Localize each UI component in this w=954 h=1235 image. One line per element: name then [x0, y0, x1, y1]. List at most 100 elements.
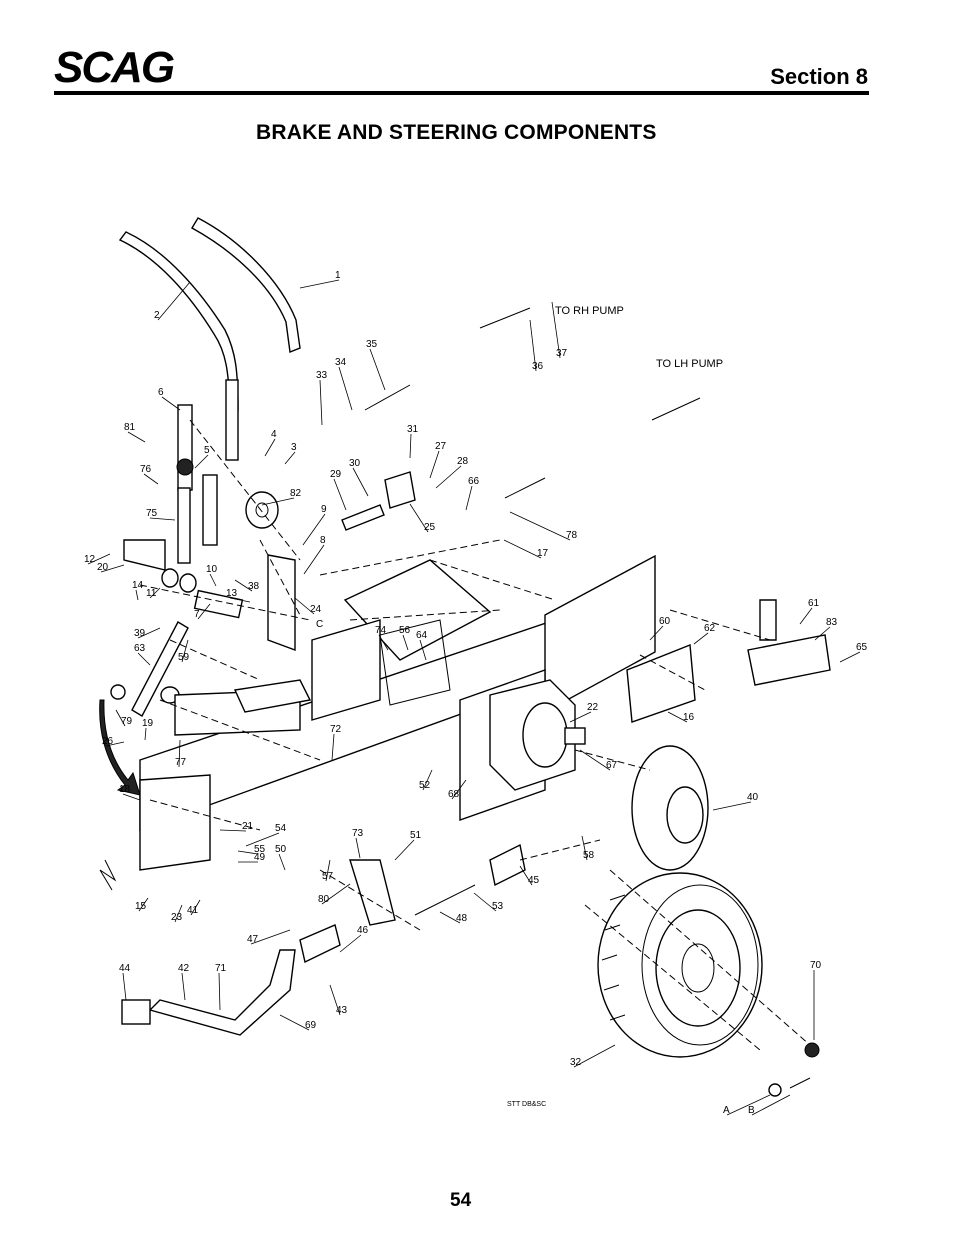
- callout-label: 19: [142, 718, 154, 729]
- callout-leader-line: [429, 450, 440, 479]
- bumper-82: [245, 491, 279, 529]
- callout-label: 20: [97, 562, 109, 573]
- callout-leader-line: [439, 911, 461, 924]
- callout-label: 35: [366, 339, 378, 350]
- callout-label: C: [316, 619, 323, 630]
- callout-leader-line: [409, 503, 429, 533]
- callout-leader-line: [333, 478, 347, 511]
- callout-label: 74: [375, 625, 387, 636]
- callout-leader-line: [143, 473, 159, 485]
- callout-leader-line: [839, 651, 861, 663]
- callout-label: 17: [537, 548, 549, 559]
- callout-leader-line: [135, 589, 139, 601]
- callout-label: 8: [320, 535, 326, 546]
- callout-leader-line: [279, 1014, 310, 1031]
- rod-to-lh-pump: [651, 397, 701, 421]
- callout-leader-line: [229, 597, 251, 603]
- callout-leader-line: [331, 733, 335, 761]
- callout-leader-line: [573, 1044, 616, 1068]
- brake-pedal-42: [148, 949, 296, 1036]
- callout-leader-line: [509, 511, 571, 541]
- callout-leader-line: [339, 934, 362, 953]
- callout-label: 45: [528, 875, 540, 886]
- callout-label: 2: [154, 310, 160, 321]
- callout-label: 54: [275, 823, 287, 834]
- callout-label: 72: [330, 724, 342, 735]
- callout-leader-line: [264, 438, 276, 457]
- callout-label: 12: [84, 554, 96, 565]
- callout-label: 77: [175, 757, 187, 768]
- callout-label: 33: [316, 370, 328, 381]
- lever-arm-75: [177, 487, 191, 564]
- callout-leader-line: [178, 739, 181, 768]
- callout-label: 81: [124, 422, 136, 433]
- callout-label: 47: [247, 934, 259, 945]
- scag-logo-text: SCAG: [54, 46, 174, 88]
- pivot-25: [384, 471, 416, 509]
- callout-leader-line: [197, 603, 211, 620]
- callout-label: 14: [132, 580, 144, 591]
- callout-leader-line: [100, 564, 125, 573]
- callout-leader-line: [325, 859, 331, 882]
- callout-leader-line: [419, 639, 427, 661]
- callout-leader-line: [87, 553, 111, 565]
- callout-label: 40: [747, 792, 759, 803]
- callout-leader-line: [352, 467, 369, 497]
- callout-leader-line: [219, 829, 247, 832]
- section-heading: Section 8: [770, 64, 868, 89]
- header-rule: [54, 91, 869, 95]
- callout-label: A: [723, 1105, 730, 1116]
- callout-leader-line: [245, 832, 280, 847]
- callout-label: 62: [704, 623, 716, 634]
- lug-nut-70: [768, 1083, 782, 1097]
- callout-leader-line: [261, 497, 295, 506]
- callout-label: 11: [146, 588, 157, 599]
- callout-label: 41: [187, 905, 199, 916]
- callout-label: 63: [134, 643, 146, 654]
- gearbox-flange: [522, 702, 568, 768]
- callout-leader-line: [338, 366, 353, 411]
- lever-bracket-6: [177, 404, 193, 491]
- bracket-c: [759, 599, 777, 641]
- callout-label: 25: [424, 522, 436, 533]
- callout-labels: 1233343536376814357675823127283029669825…: [84, 270, 868, 1116]
- callout-leader-line: [284, 451, 296, 465]
- callout-leader-line: [149, 517, 176, 521]
- callout-label: 16: [683, 712, 695, 723]
- callout-label: 10: [206, 564, 218, 575]
- callout-label: 67: [606, 760, 618, 771]
- callout-label: 75: [146, 508, 158, 519]
- callout-label: 68: [448, 789, 460, 800]
- callout-label: 9: [321, 504, 327, 515]
- callout-label: 22: [587, 702, 599, 713]
- callout-leader-line: [278, 853, 286, 871]
- callout-leader-line: [138, 897, 149, 912]
- callout-leader-line: [378, 634, 389, 651]
- bracket-12: [123, 539, 166, 571]
- link-plate-48: [349, 859, 396, 926]
- pedal-pad-43: [121, 999, 151, 1025]
- callout-label: 29: [330, 469, 342, 480]
- callout-label: B: [748, 1105, 755, 1116]
- callout-leader-line: [519, 865, 533, 886]
- callout-label: 13: [226, 588, 238, 599]
- brake-bracket-72: [139, 774, 211, 871]
- callout-label: 4: [271, 429, 277, 440]
- callout-leader-line: [329, 984, 341, 1016]
- callout-leader-line: [649, 625, 664, 641]
- callout-label: 28: [457, 456, 469, 467]
- callout-label: 59: [178, 652, 190, 663]
- callout-leader-line: [299, 279, 340, 289]
- wheel-hub: [666, 786, 704, 844]
- callout-leader-line: [137, 652, 151, 666]
- callout-leader-line: [174, 904, 183, 923]
- callout-leader-line: [181, 639, 189, 663]
- drawing-id: STT DB&SC: [507, 1101, 546, 1108]
- callout-leader-line: [369, 348, 386, 391]
- callout-leader-line: [157, 281, 191, 321]
- bracket-64: [747, 634, 831, 686]
- callout-label: 3: [291, 442, 297, 453]
- callout-label: 38: [248, 581, 260, 592]
- callout-label: 43: [336, 1005, 348, 1016]
- callout-leader-line: [355, 837, 361, 859]
